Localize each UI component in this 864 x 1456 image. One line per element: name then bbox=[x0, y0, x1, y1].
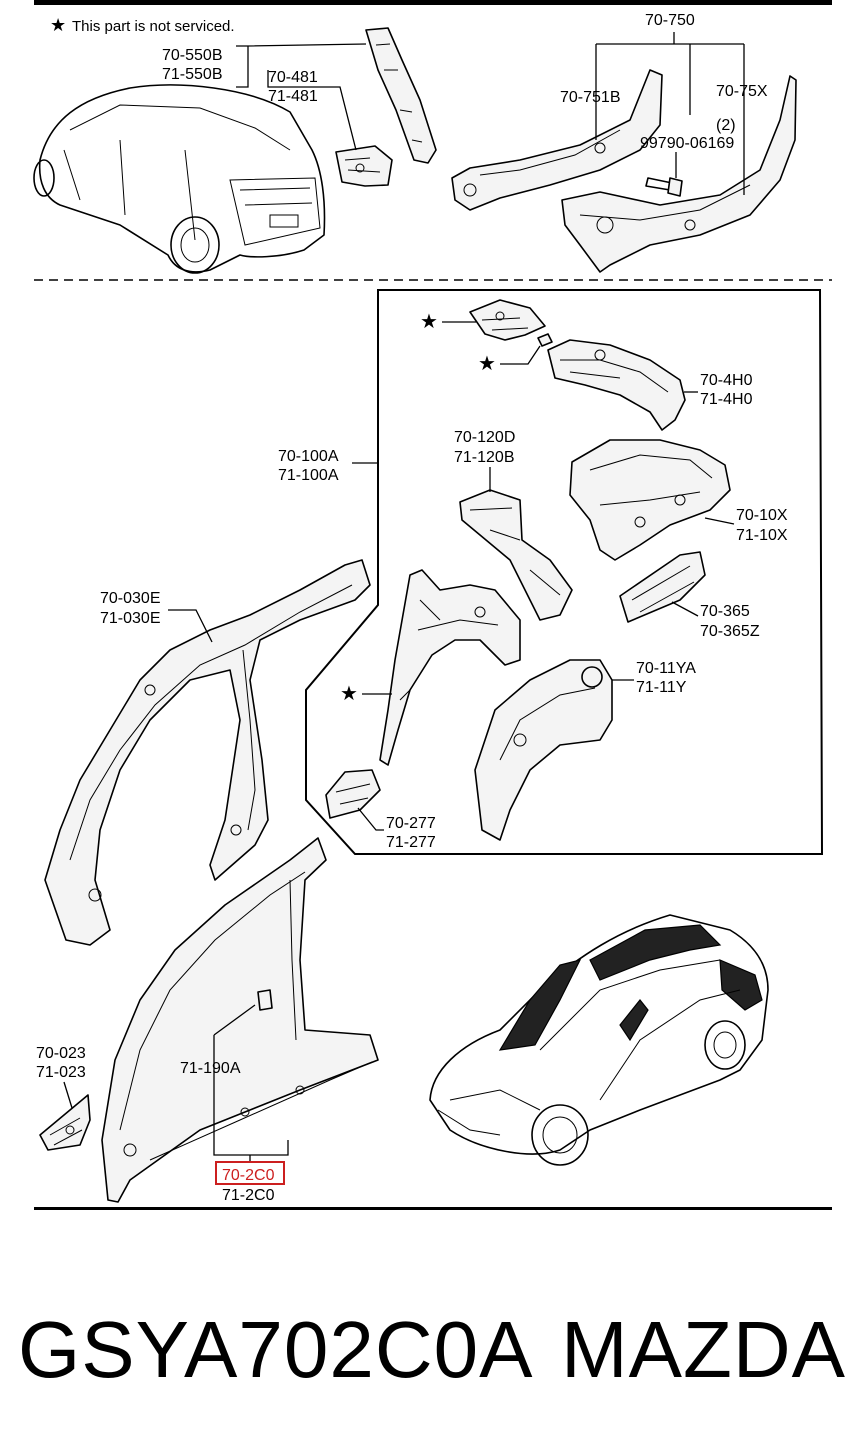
label-71-190A: 71-190A bbox=[180, 1060, 241, 1077]
part-70-120D-bracket bbox=[459, 489, 573, 621]
bolt-99790-06169 bbox=[645, 177, 683, 197]
inner-panel-frame bbox=[305, 289, 824, 855]
starred-bracket-upper bbox=[469, 299, 546, 341]
label-71-120B: 71-120B bbox=[454, 449, 515, 466]
part-70-030E-outer-frame bbox=[44, 559, 371, 946]
label-99790-06169: 99790-06169 bbox=[640, 135, 734, 152]
label-71-2C0: 71-2C0 bbox=[222, 1187, 275, 1204]
not-serviced-star-icon-2: ★ bbox=[478, 351, 496, 375]
label-70-365Z: 70-365Z bbox=[700, 623, 760, 640]
leader-750 bbox=[595, 32, 745, 195]
label-71-4H0: 71-4H0 bbox=[700, 391, 753, 408]
label-71-023: 71-023 bbox=[36, 1064, 86, 1081]
label-71-277: 71-277 bbox=[386, 834, 436, 851]
wagon-front-illustration bbox=[429, 914, 769, 1166]
label-71-030E: 71-030E bbox=[100, 610, 161, 627]
brand-name: MAZDA bbox=[561, 1305, 846, 1394]
part-70-277-bracket bbox=[325, 769, 381, 819]
label-70-030E: 70-030E bbox=[100, 590, 161, 607]
not-serviced-star-icon-3: ★ bbox=[340, 681, 358, 705]
label-71-11Y: 71-11Y bbox=[636, 679, 687, 696]
label-70-277: 70-277 bbox=[386, 815, 436, 832]
not-serviced-star-icon-1: ★ bbox=[420, 309, 438, 333]
label-70-481: 70-481 bbox=[268, 69, 318, 86]
label-70-100A: 70-100A bbox=[278, 448, 339, 465]
starred-inner-pillar bbox=[379, 569, 521, 766]
label-71-100A: 71-100A bbox=[278, 467, 339, 484]
label-70-365: 70-365 bbox=[700, 603, 750, 620]
label-qty-2: (2) bbox=[716, 117, 736, 134]
part-number: GSYA702C0A bbox=[18, 1305, 534, 1394]
part-70-11YA-inner-wheelhouse bbox=[474, 659, 613, 841]
label-70-023: 70-023 bbox=[36, 1045, 86, 1062]
part-70-365-bracket bbox=[619, 551, 706, 623]
label-70-750: 70-750 bbox=[645, 12, 695, 29]
label-71-481: 71-481 bbox=[268, 88, 318, 105]
label-70-10X: 70-10X bbox=[736, 507, 788, 524]
part-70-751B-panel bbox=[451, 69, 663, 211]
label-70-11YA: 70-11YA bbox=[636, 660, 696, 677]
part-70-550B-pillar bbox=[365, 27, 437, 164]
label-70-75X: 70-75X bbox=[716, 83, 768, 100]
label-70-550B: 70-550B bbox=[162, 47, 223, 64]
part-70-023-bracket bbox=[39, 1094, 91, 1151]
starred-clip bbox=[537, 333, 553, 347]
leader-550B bbox=[236, 43, 367, 88]
part-70-4H0-panel bbox=[547, 339, 686, 431]
part-71-190A-clip bbox=[257, 989, 273, 1011]
footer: GSYA702C0A MAZDA bbox=[0, 1300, 864, 1400]
part-70-2C0-inner-frame bbox=[101, 837, 379, 1203]
highlight-box-70-2C0 bbox=[215, 1161, 285, 1185]
top-rule bbox=[34, 0, 832, 5]
bottom-rule bbox=[34, 1207, 832, 1210]
label-70-4H0: 70-4H0 bbox=[700, 372, 753, 389]
label-70-751B: 70-751B bbox=[560, 89, 621, 106]
not-serviced-note: This part is not serviced. bbox=[72, 18, 235, 35]
label-70-120D: 70-120D bbox=[454, 429, 515, 446]
label-71-550B: 71-550B bbox=[162, 66, 223, 83]
wagon-rear-illustration bbox=[33, 84, 326, 274]
part-70-481-bracket bbox=[335, 145, 393, 187]
leader-481 bbox=[267, 70, 357, 151]
part-70-10X-wheelhouse bbox=[569, 439, 731, 561]
label-71-10X: 71-10X bbox=[736, 527, 788, 544]
not-serviced-star-icon: ★ bbox=[50, 15, 66, 36]
part-70-75X-panel bbox=[561, 75, 797, 273]
label-70-2C0: 70-2C0 bbox=[222, 1167, 275, 1184]
